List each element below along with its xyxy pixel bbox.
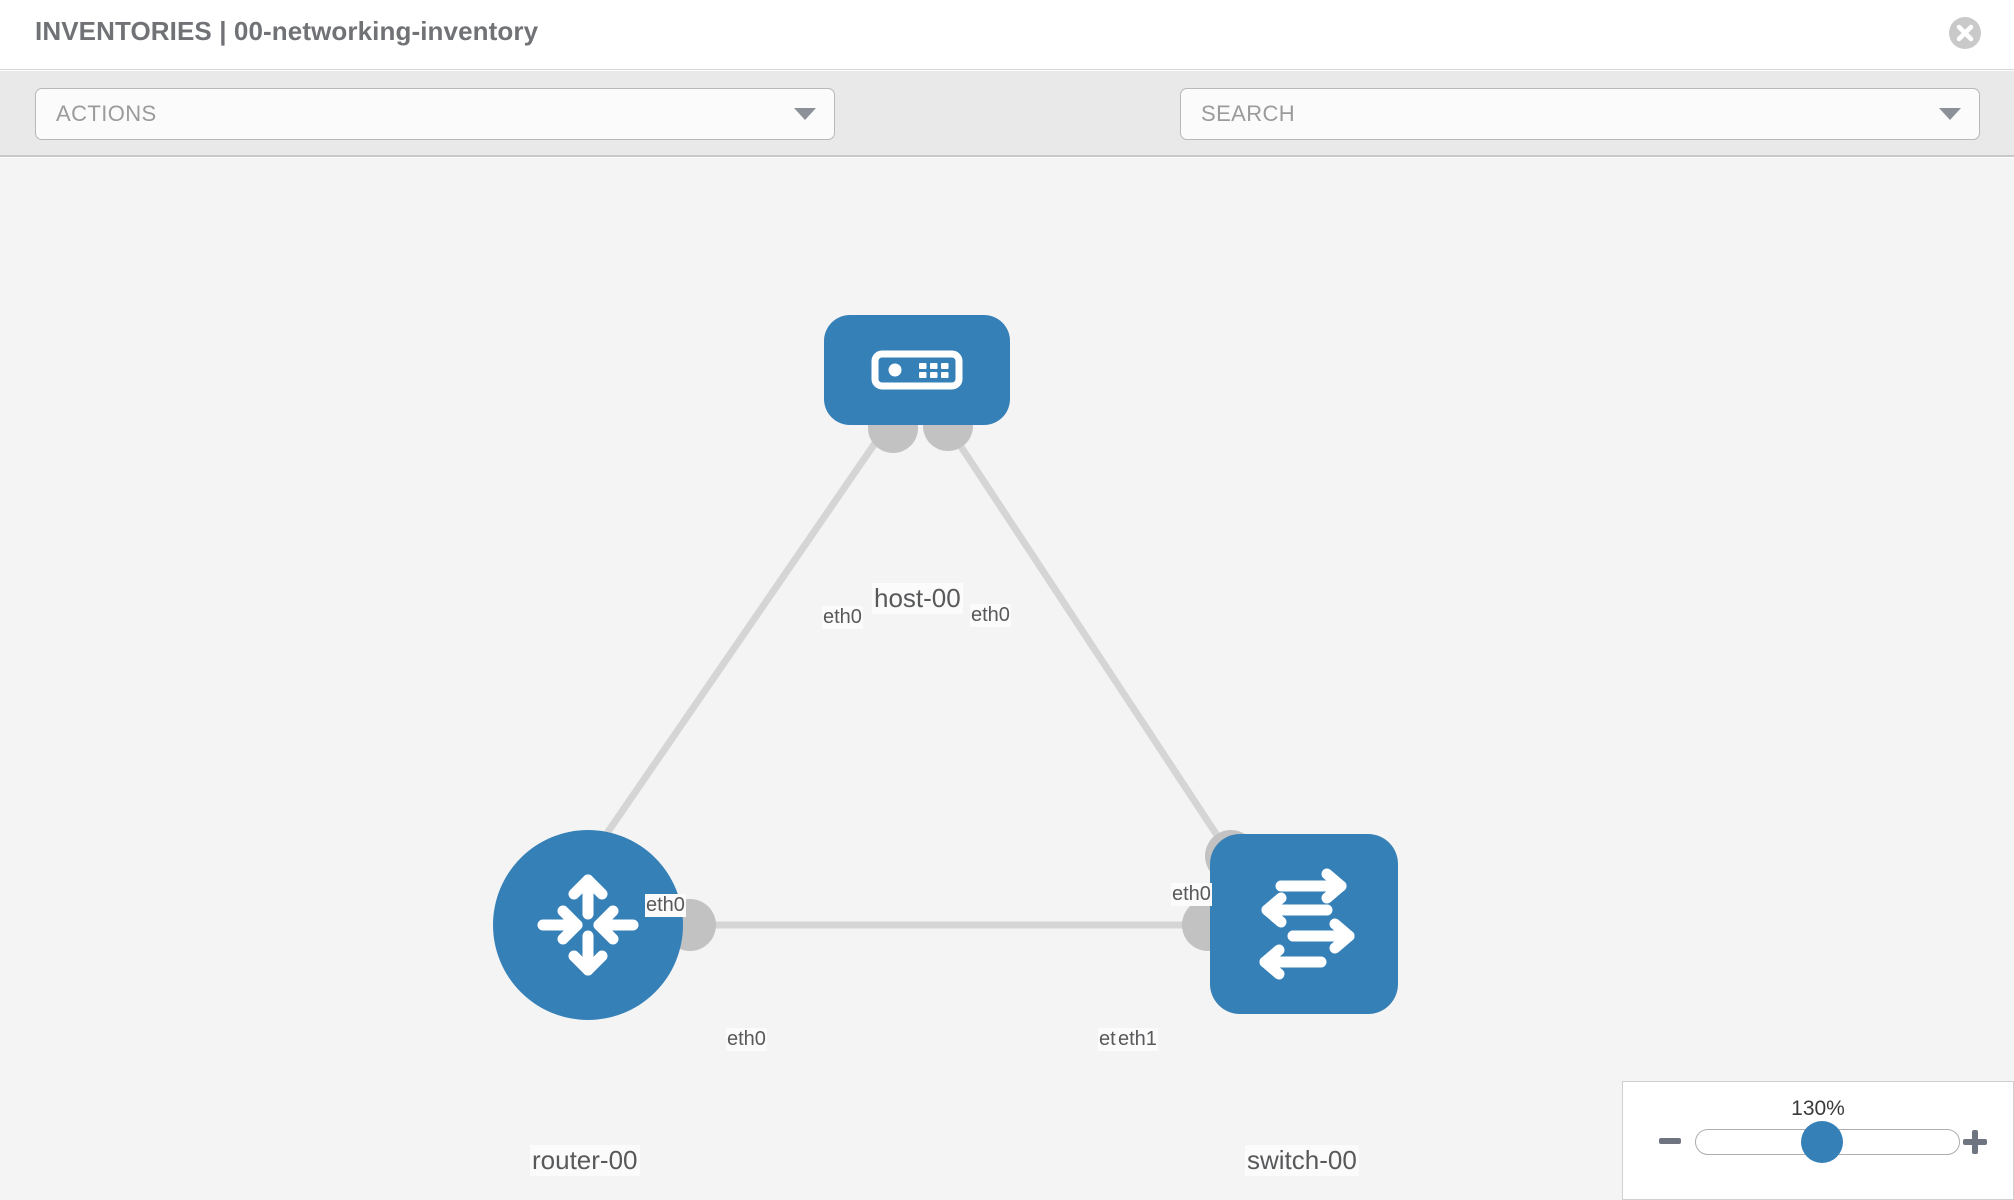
topology-canvas[interactable]: host-00 router-00 switch-00 eth0 eth0 et… xyxy=(0,158,2014,1200)
edge-host-router xyxy=(586,426,888,862)
zoom-control-panel: 130% xyxy=(1622,1081,2014,1200)
edge-label-router-up: eth0 xyxy=(645,894,686,917)
zoom-slider-thumb[interactable] xyxy=(1801,1121,1843,1163)
toolbar: ACTIONS SEARCH xyxy=(0,71,2014,201)
node-label-switch-00: switch-00 xyxy=(1245,1145,1359,1176)
node-label-host-00: host-00 xyxy=(872,583,963,614)
actions-dropdown-label: ACTIONS xyxy=(56,101,157,126)
edge-label-switch-up: eth0 xyxy=(1171,883,1212,906)
zoom-level-value: 130% xyxy=(1791,1097,1845,1120)
page-header: INVENTORIES | 00-networking-inventory xyxy=(0,0,2014,70)
node-host-00[interactable] xyxy=(824,315,1010,425)
router-arrows-icon xyxy=(537,874,639,976)
zoom-out-button[interactable] xyxy=(1657,1128,1683,1159)
edge-host-switch xyxy=(946,426,1236,862)
node-switch-00[interactable] xyxy=(1210,834,1398,1014)
search-placeholder: SEARCH xyxy=(1201,101,1296,126)
edge-label-switch-left: eth1 xyxy=(1117,1028,1158,1051)
close-icon[interactable] xyxy=(1946,14,1984,52)
host-node-shape[interactable] xyxy=(824,315,1010,425)
search-input[interactable]: SEARCH xyxy=(1180,88,1980,140)
actions-dropdown[interactable]: ACTIONS xyxy=(35,88,835,140)
switch-node-shape[interactable] xyxy=(1210,834,1398,1014)
edge-label-router-right: eth0 xyxy=(726,1028,767,1051)
page-title: INVENTORIES | 00-networking-inventory xyxy=(35,16,539,46)
switch-arrows-icon xyxy=(1259,868,1355,980)
edge-label-host-left: eth0 xyxy=(822,606,863,629)
edge-label-host-right: eth0 xyxy=(970,604,1011,627)
zoom-in-button[interactable] xyxy=(1961,1128,1989,1161)
edge-label-switch-left-partial: etl xyxy=(1098,1028,1122,1051)
router-node-shape[interactable] xyxy=(493,830,683,1020)
server-icon xyxy=(871,350,963,390)
node-router-00[interactable] xyxy=(493,830,683,1020)
chevron-down-icon xyxy=(794,108,816,120)
chevron-down-icon xyxy=(1939,108,1961,120)
node-label-router-00: router-00 xyxy=(530,1145,640,1176)
